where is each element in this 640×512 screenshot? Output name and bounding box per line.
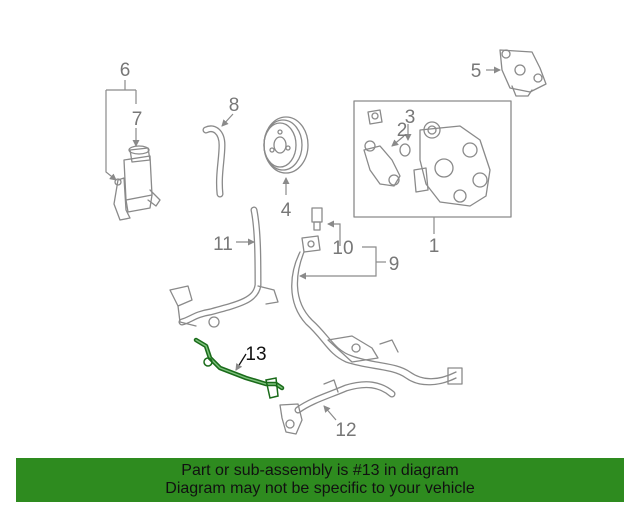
cooler-tube-13-part — [193, 337, 285, 399]
label-4: 4 — [281, 200, 292, 221]
label-7: 7 — [132, 109, 143, 130]
hose-8-part — [202, 125, 226, 198]
label-10-leader — [327, 220, 341, 246]
label-11: 11 — [213, 234, 233, 255]
pump-assembly-box — [353, 100, 512, 218]
banner-line-2: Diagram may not be specific to your vehi… — [165, 480, 475, 497]
pulley-4-part — [263, 116, 309, 174]
label-5: 5 — [471, 61, 482, 82]
label-12: 12 — [335, 420, 356, 441]
pressure-hose-9-part — [291, 251, 463, 386]
label-3: 3 — [405, 107, 416, 128]
label-6: 6 — [120, 60, 131, 81]
label-2: 2 — [397, 120, 408, 141]
label-12-leader — [323, 405, 337, 421]
switch-10-part — [301, 207, 323, 253]
label-2-leader — [391, 135, 405, 147]
label-10: 10 — [332, 238, 353, 259]
pump-1-part — [363, 109, 491, 207]
label-8-leader — [221, 113, 234, 127]
info-banner: Part or sub-assembly is #13 in diagram D… — [16, 458, 624, 502]
bracket-5-part — [499, 49, 547, 97]
label-13-leader — [235, 353, 247, 371]
reservoir-part — [113, 145, 161, 221]
label-1: 1 — [429, 236, 440, 257]
label-9-leader — [299, 246, 386, 280]
label-8: 8 — [229, 95, 240, 116]
label-13: 13 — [245, 344, 266, 365]
label-9: 9 — [389, 254, 400, 275]
return-hose-12-part — [279, 379, 396, 435]
label-6-leader — [105, 80, 136, 181]
return-tube-11-part — [169, 206, 279, 328]
banner-line-1: Part or sub-assembly is #13 in diagram — [181, 462, 459, 479]
